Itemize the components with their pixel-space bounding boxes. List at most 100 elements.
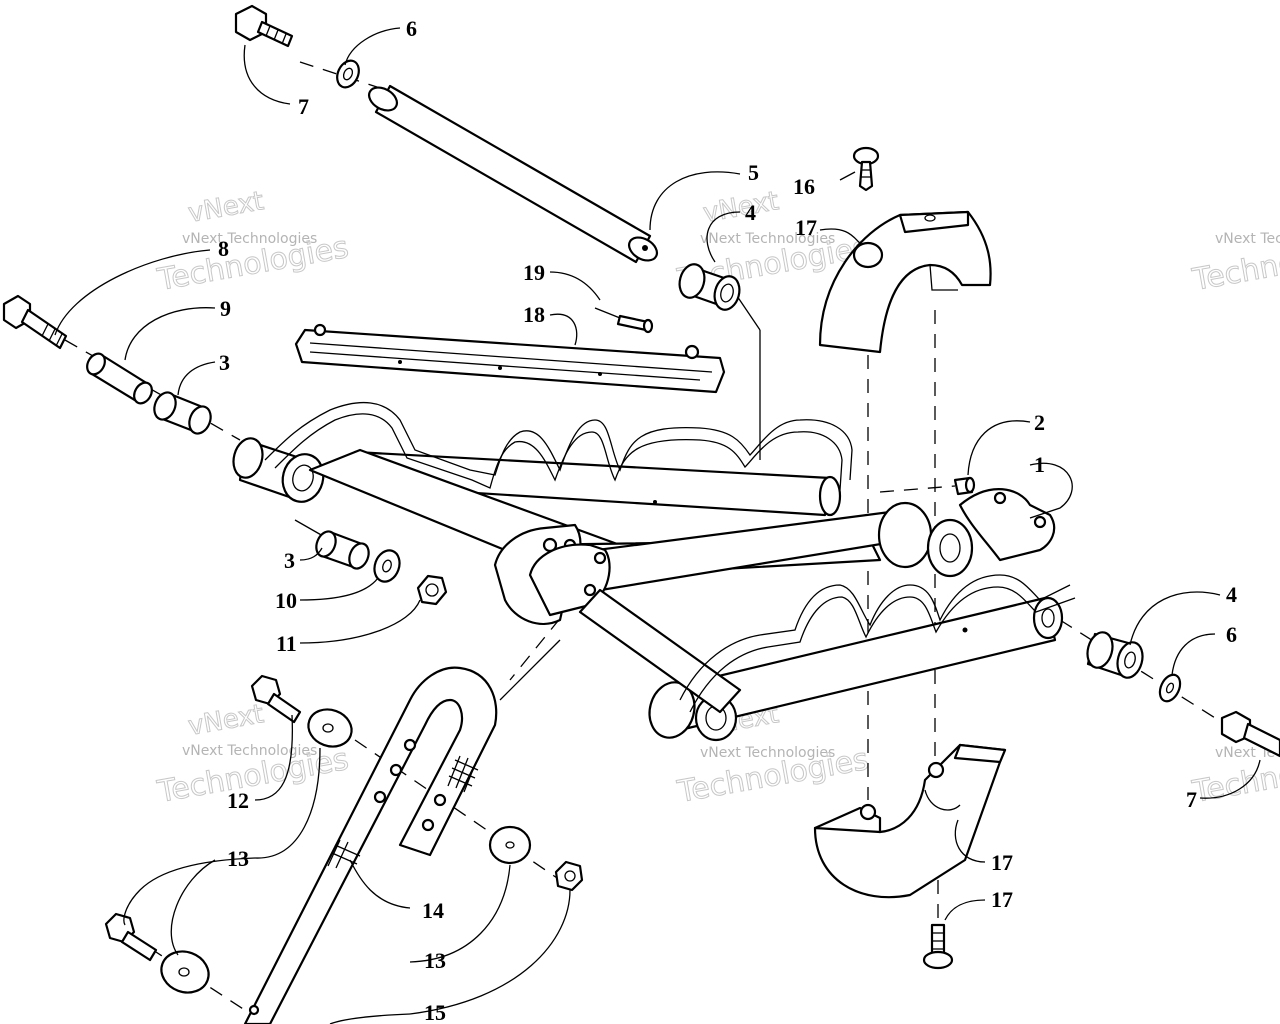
part-strap — [243, 666, 498, 1024]
leader-18 — [549, 313, 578, 346]
callout-7-top: 7 — [298, 94, 309, 119]
callout-labels: 6 7 5 16 4 17 8 19 9 18 3 2 1 3 4 10 6 1… — [218, 16, 1237, 1024]
part-washer-strap-lower — [160, 950, 210, 994]
leader-lines — [54, 27, 1261, 1024]
callout-2: 2 — [1034, 410, 1045, 435]
callout-9: 9 — [220, 296, 231, 321]
callout-3-lower: 3 — [284, 548, 295, 573]
centerline-grease-fitting — [879, 485, 956, 493]
watermark-text: vNext Technologies — [182, 231, 317, 247]
callout-18: 18 — [523, 302, 545, 327]
watermark-right-bottom: vNext Technologies Technologies — [1189, 741, 1280, 810]
part-bolt-top — [234, 4, 294, 48]
watermark-left: vNext Technologies vNext Technologies — [154, 186, 352, 299]
callout-14: 14 — [422, 898, 444, 923]
callout-6-right: 6 — [1226, 622, 1237, 647]
callout-1: 1 — [1034, 452, 1045, 477]
part-screw-top — [852, 146, 880, 192]
watermark-outline-vnext: vNext — [186, 186, 266, 229]
callout-17-top: 17 — [795, 215, 817, 240]
callout-4-right: 4 — [1226, 582, 1237, 607]
watermark-right-top: vNext Technologies Technologies — [1189, 229, 1280, 298]
part-bolt-strap-lower — [104, 912, 158, 962]
leader-8 — [54, 249, 211, 336]
leader-3-lower — [299, 547, 323, 561]
leader-11 — [299, 599, 421, 644]
watermark-text: vNext Technologies — [1215, 231, 1280, 247]
callout-11: 11 — [276, 631, 297, 656]
leader-17-top — [819, 228, 863, 246]
callout-4-top: 4 — [745, 200, 756, 225]
part-nut — [416, 574, 448, 606]
part-bracket — [294, 323, 726, 394]
part-grease-fitting — [953, 476, 976, 496]
leader-12 — [254, 714, 294, 801]
leader-16-bottom — [944, 899, 986, 921]
leader-7-top — [243, 44, 291, 105]
leader-19 — [549, 271, 601, 301]
callout-12: 12 — [227, 788, 249, 813]
leader-4-top — [706, 211, 741, 263]
part-wire-loop-lower — [679, 574, 1076, 713]
callout-5: 5 — [748, 160, 759, 185]
centerline-strap-bolts — [354, 739, 561, 881]
watermark-text: vNext Technologies — [700, 231, 835, 247]
part-pin — [594, 307, 654, 334]
leader-14 — [349, 859, 411, 909]
callout-3-upper: 3 — [219, 350, 230, 375]
part-bumper-top — [818, 210, 992, 354]
leader-13-lower-a — [170, 859, 216, 956]
centerline-strap-arm — [509, 599, 576, 681]
watermark-text: vNext Technologies — [700, 745, 835, 761]
leader-17-bottom — [954, 819, 986, 863]
leader-5 — [649, 171, 741, 231]
callout-13-lower: 13 — [424, 948, 446, 973]
leader-13-upper — [254, 747, 321, 859]
watermark-text: vNext Technologies — [182, 743, 317, 759]
callout-10: 10 — [275, 588, 297, 613]
leader-16-top — [839, 171, 856, 181]
part-bushing-upper — [153, 391, 212, 435]
callout-13-upper: 13 — [227, 846, 249, 871]
part-lockwasher-top — [336, 59, 360, 89]
centerline-bushing-top — [734, 292, 761, 331]
callout-16-bottom: 17 — [991, 887, 1013, 912]
leader-6-right — [1171, 633, 1216, 676]
leader-4-right — [1129, 591, 1221, 646]
leader-6-top — [344, 27, 401, 66]
part-bushing-lower — [315, 530, 370, 570]
leader-3-upper — [177, 361, 216, 396]
part-suspension-arm — [232, 437, 1064, 742]
callout-17-bottom: 17 — [991, 850, 1013, 875]
leader-12-lower — [123, 857, 256, 926]
leader-9 — [124, 307, 216, 361]
part-spacer-left — [86, 352, 153, 405]
part-washer — [373, 549, 401, 583]
part-bolt-right — [1220, 710, 1280, 758]
part-bushing-top — [678, 263, 741, 311]
leader-10 — [299, 577, 379, 601]
part-washer-strap-upper — [307, 708, 353, 748]
callout-19: 19 — [523, 260, 545, 285]
leader-7-right — [1199, 759, 1261, 799]
leader-1 — [1029, 462, 1073, 519]
watermark-outline-vnext: vNext — [186, 699, 266, 742]
part-lockwasher-right — [1158, 673, 1182, 703]
part-washer-strap-middle — [488, 825, 532, 865]
leader-15 — [409, 889, 571, 1015]
leader-strap-to-arm — [499, 639, 561, 701]
callout-7-right: 7 — [1186, 787, 1197, 812]
part-bumper-bottom — [813, 743, 1007, 899]
callout-15: 15 — [424, 1000, 446, 1024]
part-wire-loop-upper — [264, 401, 853, 491]
callout-16-top: 16 — [793, 174, 815, 199]
part-screw-bottom — [922, 923, 954, 970]
callout-6-top: 6 — [406, 16, 417, 41]
leader-2 — [967, 420, 1031, 476]
part-bushing-right — [1086, 631, 1144, 679]
part-shaft — [367, 84, 659, 264]
part-bolt-left — [2, 294, 68, 350]
part-nut-strap — [554, 860, 584, 892]
leader-13-lower — [409, 864, 511, 963]
